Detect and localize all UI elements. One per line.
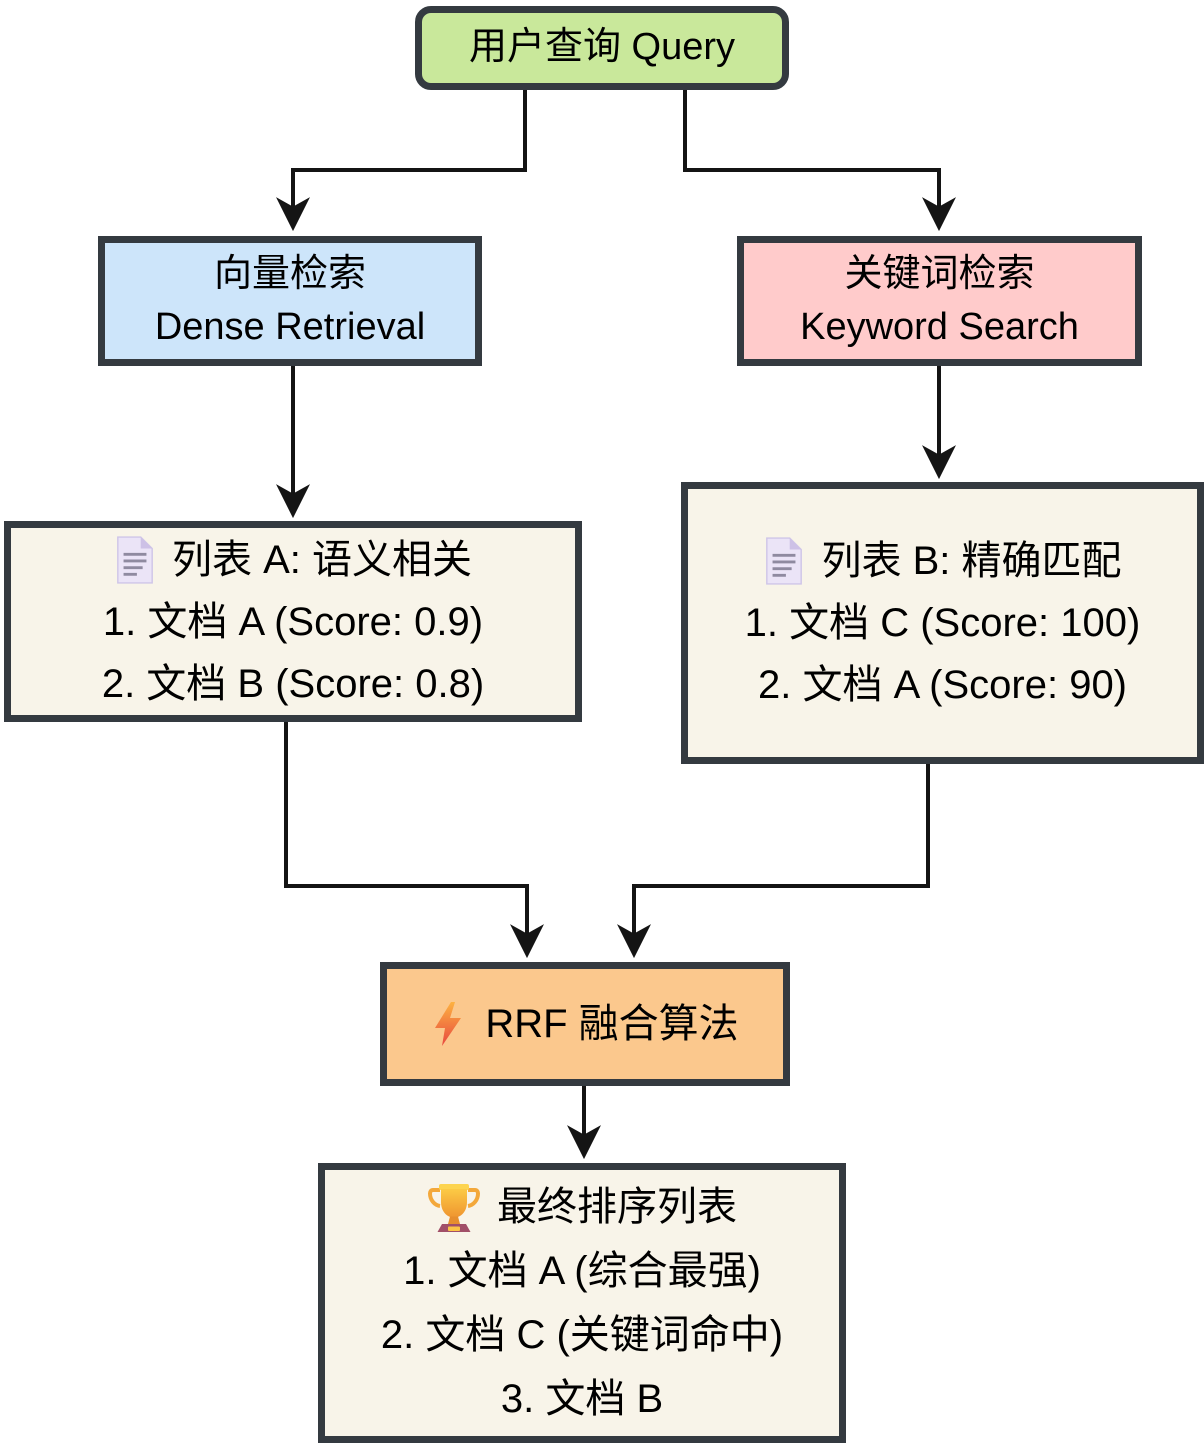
edge-list-a-to-rrf <box>284 722 544 959</box>
list-a-item-1: 1. 文档 A (Score: 0.9) <box>102 599 484 644</box>
keyword-search-label-zh: 关键词检索 <box>844 253 1035 295</box>
edge-query-to-dense <box>276 88 527 232</box>
list-a-title-row: 列表 A: 语义相关 <box>114 529 472 591</box>
list-b-title-row: 列表 B: 精确匹配 <box>763 530 1122 592</box>
node-list-a: 列表 A: 语义相关 1. 文档 A (Score: 0.9) 2. 文档 B … <box>4 521 582 722</box>
node-dense-retrieval: 向量检索 Dense Retrieval <box>98 236 482 366</box>
keyword-search-label-en: Keyword Search <box>800 306 1079 348</box>
dense-retrieval-label-zh: 向量检索 <box>213 253 366 295</box>
document-icon <box>117 535 153 584</box>
final-title-row: 最终排序列表 <box>427 1175 737 1239</box>
list-b-item-1: 1. 文档 C (Score: 100) <box>744 601 1141 645</box>
list-b-item-2: 2. 文档 A (Score: 90) <box>757 663 1128 707</box>
user-query-label: 用户查询 Query <box>468 26 736 69</box>
trophy-icon <box>427 1184 481 1232</box>
dense-retrieval-label-en: Dense Retrieval <box>154 306 426 348</box>
node-final-ranking: 最终排序列表 1. 文档 A (综合最强) 2. 文档 C (关键词命中) 3.… <box>318 1163 846 1443</box>
list-a-item-2: 2. 文档 B (Score: 0.8) <box>101 661 485 706</box>
document-icon <box>766 537 803 585</box>
node-list-b: 列表 B: 精确匹配 1. 文档 C (Score: 100) 2. 文档 A … <box>681 482 1204 764</box>
node-rrf-fusion: RRF 融合算法 <box>380 962 790 1086</box>
final-item-3: 3. 文档 B <box>500 1377 664 1421</box>
final-item-1: 1. 文档 A (综合最强) <box>403 1249 761 1293</box>
edge-query-to-keyword <box>683 88 956 232</box>
edge-list-b-to-rrf <box>617 764 930 959</box>
node-user-query: 用户查询 Query <box>415 6 789 90</box>
lightning-icon <box>435 1002 462 1046</box>
final-ranking-title: 最终排序列表 <box>497 1185 737 1229</box>
final-item-2: 2. 文档 C (关键词命中) <box>380 1313 784 1357</box>
node-keyword-search: 关键词检索 Keyword Search <box>737 236 1142 366</box>
rrf-fusion-label: RRF 融合算法 <box>485 1002 739 1046</box>
list-b-title: 列表 B: 精确匹配 <box>821 539 1122 583</box>
list-a-title: 列表 A: 语义相关 <box>171 537 473 582</box>
